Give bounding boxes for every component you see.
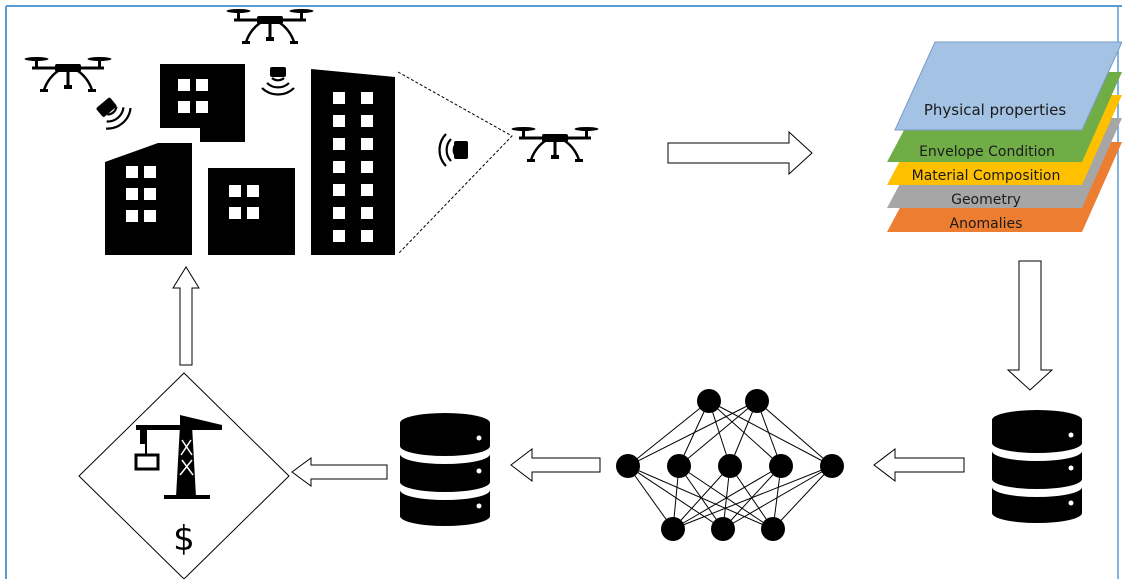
nn-node xyxy=(718,454,742,478)
drone-icon xyxy=(225,7,315,46)
nn-edge xyxy=(627,400,758,467)
neural-network-icon xyxy=(616,389,844,541)
dollar-icon: $ xyxy=(173,519,195,559)
building-icon xyxy=(105,64,395,255)
layer-label-physical: Physical properties xyxy=(924,101,1067,119)
sensor-icon xyxy=(260,67,296,96)
nn-node xyxy=(820,454,844,478)
arrow-icon xyxy=(667,130,813,176)
database-icon xyxy=(400,413,490,526)
nn-edge xyxy=(627,465,674,530)
nn-node xyxy=(761,517,785,541)
drone-icon xyxy=(23,55,113,94)
scan-cone xyxy=(397,71,513,255)
arrow-icon xyxy=(873,447,965,483)
nn-edge xyxy=(627,400,710,467)
nn-node xyxy=(697,389,721,413)
nn-edge xyxy=(672,465,833,530)
nn-edge xyxy=(672,465,731,530)
layer-physical xyxy=(894,41,1122,131)
nn-node xyxy=(616,454,640,478)
crane-icon xyxy=(134,415,222,499)
sensor-icon xyxy=(96,97,136,135)
arrow-icon xyxy=(1006,260,1054,391)
layer-label-envelope: Envelope Condition xyxy=(919,144,1055,160)
database-icon xyxy=(992,410,1082,523)
nn-edge xyxy=(722,465,833,530)
nn-edge xyxy=(708,400,782,467)
arrow-icon xyxy=(510,447,601,483)
drone-icon xyxy=(510,125,600,164)
layer-label-anomalies: Anomalies xyxy=(950,216,1023,232)
nn-edge xyxy=(672,465,782,530)
nn-node xyxy=(745,389,769,413)
nn-edge xyxy=(756,400,833,467)
nn-node xyxy=(711,517,735,541)
layer-stack-icon: Physical properties Envelope Condition M… xyxy=(887,41,1122,232)
nn-edge xyxy=(678,400,758,467)
arrow-icon xyxy=(291,457,388,487)
nn-node xyxy=(661,517,685,541)
layer-label-material: Material Composition xyxy=(912,168,1061,184)
nn-edge xyxy=(708,400,833,467)
nn-node xyxy=(769,454,793,478)
layer-label-geometry: Geometry xyxy=(951,192,1021,208)
sensor-icon xyxy=(438,132,468,168)
nn-edge xyxy=(772,465,833,530)
arrow-icon xyxy=(172,266,200,366)
nn-node xyxy=(667,454,691,478)
